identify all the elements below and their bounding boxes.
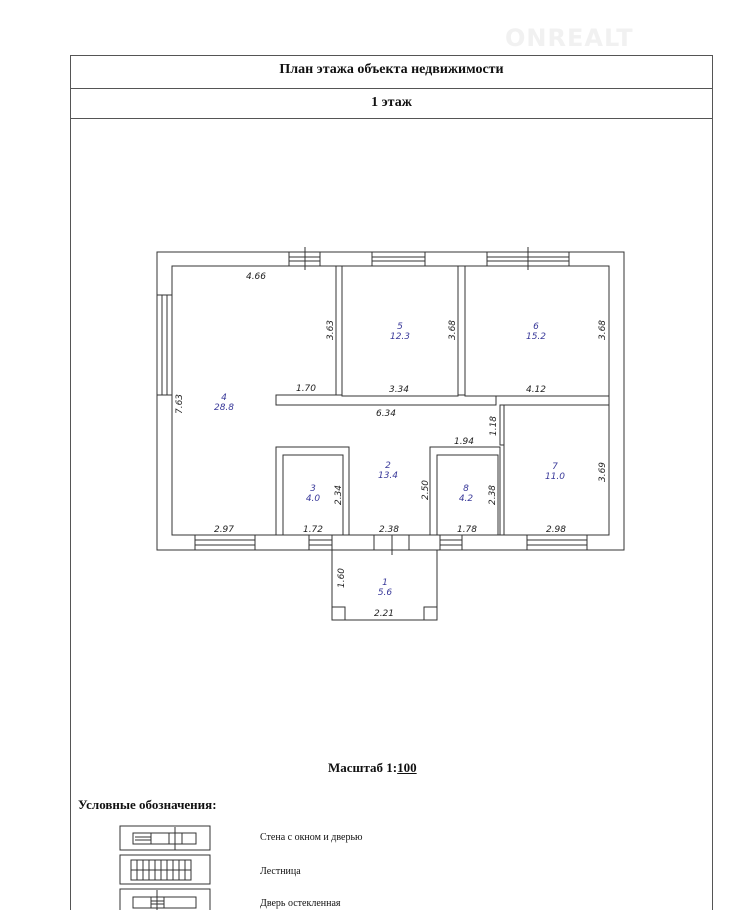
room-7-area: 11.0 [545, 472, 565, 482]
wall [457, 265, 466, 397]
column [331, 606, 346, 621]
dimension: 3.63 [326, 320, 336, 340]
legend-item-stairs: Лестница [260, 866, 301, 877]
room-2-number: 2 [385, 461, 391, 471]
dimension-labels: 4.66 3.63 3.68 3.68 1.70 3.34 4.12 7.63 … [175, 272, 608, 619]
dimension: 1.94 [454, 437, 474, 447]
dimension: 1.78 [457, 525, 477, 535]
document-frame [70, 55, 713, 910]
scale-label: Масштаб 1:100 [328, 760, 437, 776]
dimension: 3.69 [598, 462, 608, 482]
room-3 [282, 454, 344, 536]
dimension: 3.34 [389, 385, 409, 395]
room-3-number: 3 [310, 484, 316, 494]
legend-title: Условные обозначения: [78, 797, 217, 812]
room-6 [464, 265, 610, 397]
dimension: 2.38 [488, 485, 498, 505]
legend-glass-door-symbol [119, 888, 211, 910]
room-8-area: 4.2 [459, 494, 474, 504]
dimension: 2.21 [374, 609, 394, 619]
watermark-logo: ONREALT [505, 24, 634, 52]
dimension: 2.98 [546, 525, 566, 535]
dimension: 1.72 [303, 525, 323, 535]
dimension: 2.97 [214, 525, 234, 535]
dimension: 1.70 [296, 384, 316, 394]
dimension: 1.60 [337, 568, 347, 588]
room-5-area: 12.3 [390, 332, 410, 342]
room-4-area: 28.8 [214, 403, 234, 413]
room-8-number: 8 [463, 484, 469, 494]
dimension: 4.12 [526, 385, 546, 395]
scale-prefix: Масштаб 1: [328, 760, 398, 775]
column [423, 606, 438, 621]
room-8 [436, 454, 499, 536]
room-labels: 1 5.6 2 13.4 3 4.0 4 28.8 5 12.3 6 15.2 … [214, 322, 565, 598]
room-5 [341, 265, 459, 397]
room-7 [503, 404, 610, 536]
dimension: 2.34 [334, 485, 344, 505]
room-6-area: 15.2 [526, 332, 546, 342]
dimension: 6.34 [376, 409, 396, 419]
room-2-area: 13.4 [378, 471, 398, 481]
dimension: 2.38 [379, 525, 399, 535]
windows [156, 247, 588, 555]
room-1-number: 1 [382, 578, 388, 588]
room-1-area: 5.6 [378, 588, 393, 598]
dimension: 2.50 [421, 480, 431, 500]
dimension: 3.68 [448, 320, 458, 340]
document-title: План этажа объекта недвижимости [70, 55, 713, 89]
legend-item-glass-door: Дверь остекленная [260, 898, 341, 909]
room-4-number: 4 [221, 393, 227, 403]
legend-item-wall: Стена с окном и дверью [260, 832, 363, 843]
dimension: 3.68 [598, 320, 608, 340]
wall [335, 265, 343, 397]
room-7-number: 7 [552, 462, 558, 472]
wall [499, 404, 505, 446]
room-6-number: 6 [533, 322, 539, 332]
dimension: 4.66 [246, 272, 266, 282]
room-5-number: 5 [397, 322, 403, 332]
legend-stairs-symbol [119, 854, 211, 885]
legend-symbols [119, 825, 211, 910]
dimension: 7.63 [175, 394, 185, 414]
room-3-area: 4.0 [306, 494, 321, 504]
scale-value: 100 [397, 760, 417, 775]
dimension: 1.18 [489, 416, 499, 436]
floor-label: 1 этаж [70, 89, 713, 119]
legend-wall-symbol [119, 825, 211, 851]
